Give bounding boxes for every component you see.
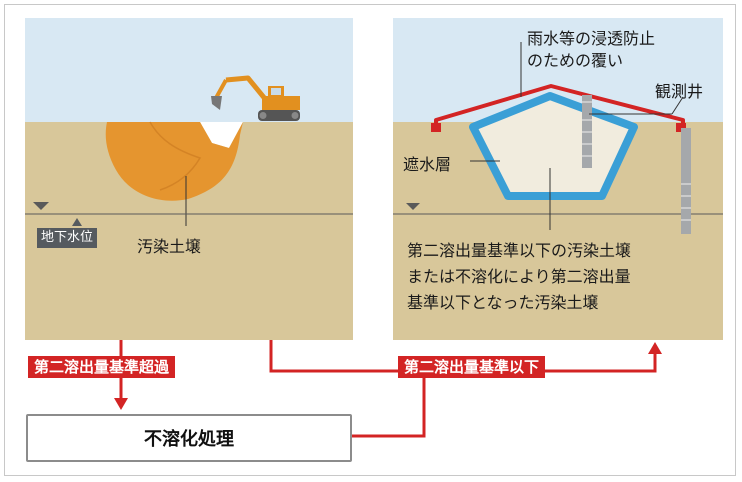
insolubilization-treatment-box: 不溶化処理	[26, 414, 352, 462]
barrier-label: 遮水層	[403, 155, 452, 174]
cover-label-line1: 雨水等の浸透防止	[527, 29, 656, 48]
fill-soil-text-line2: または不溶化により第二溶出量	[407, 267, 631, 286]
excavator-icon	[211, 75, 300, 121]
fill-soil-text-line1: 第二溶出量基準以下の汚染土壌	[407, 241, 632, 260]
exceed-standard-tag: 第二溶出量基準超過	[28, 356, 176, 378]
impermeable-barrier	[469, 92, 638, 200]
treatment-path	[350, 371, 426, 438]
groundwater-label: 地下水位	[37, 228, 98, 248]
water-level-marker-left	[33, 202, 49, 210]
observation-well-inner	[582, 95, 592, 168]
cover-label-line2: のための覆い	[527, 51, 624, 70]
fill-soil-text-line3: 基準以下となった汚染土壌	[407, 293, 599, 312]
left-panel	[25, 18, 353, 340]
observation-well-outer	[681, 128, 691, 234]
outer-frame	[4, 4, 736, 476]
contaminated-soil-mass	[105, 122, 243, 201]
below-standard-tag: 第二溶出量基準以下	[398, 356, 546, 378]
water-level-marker-right	[406, 203, 420, 210]
right-panel	[393, 18, 723, 340]
rainwater-cover	[434, 84, 685, 128]
contaminated-soil-label: 汚染土壌	[137, 237, 202, 256]
left-sky	[25, 18, 353, 122]
observation-well-label: 観測井	[655, 82, 704, 101]
excavation-pit	[200, 122, 243, 148]
